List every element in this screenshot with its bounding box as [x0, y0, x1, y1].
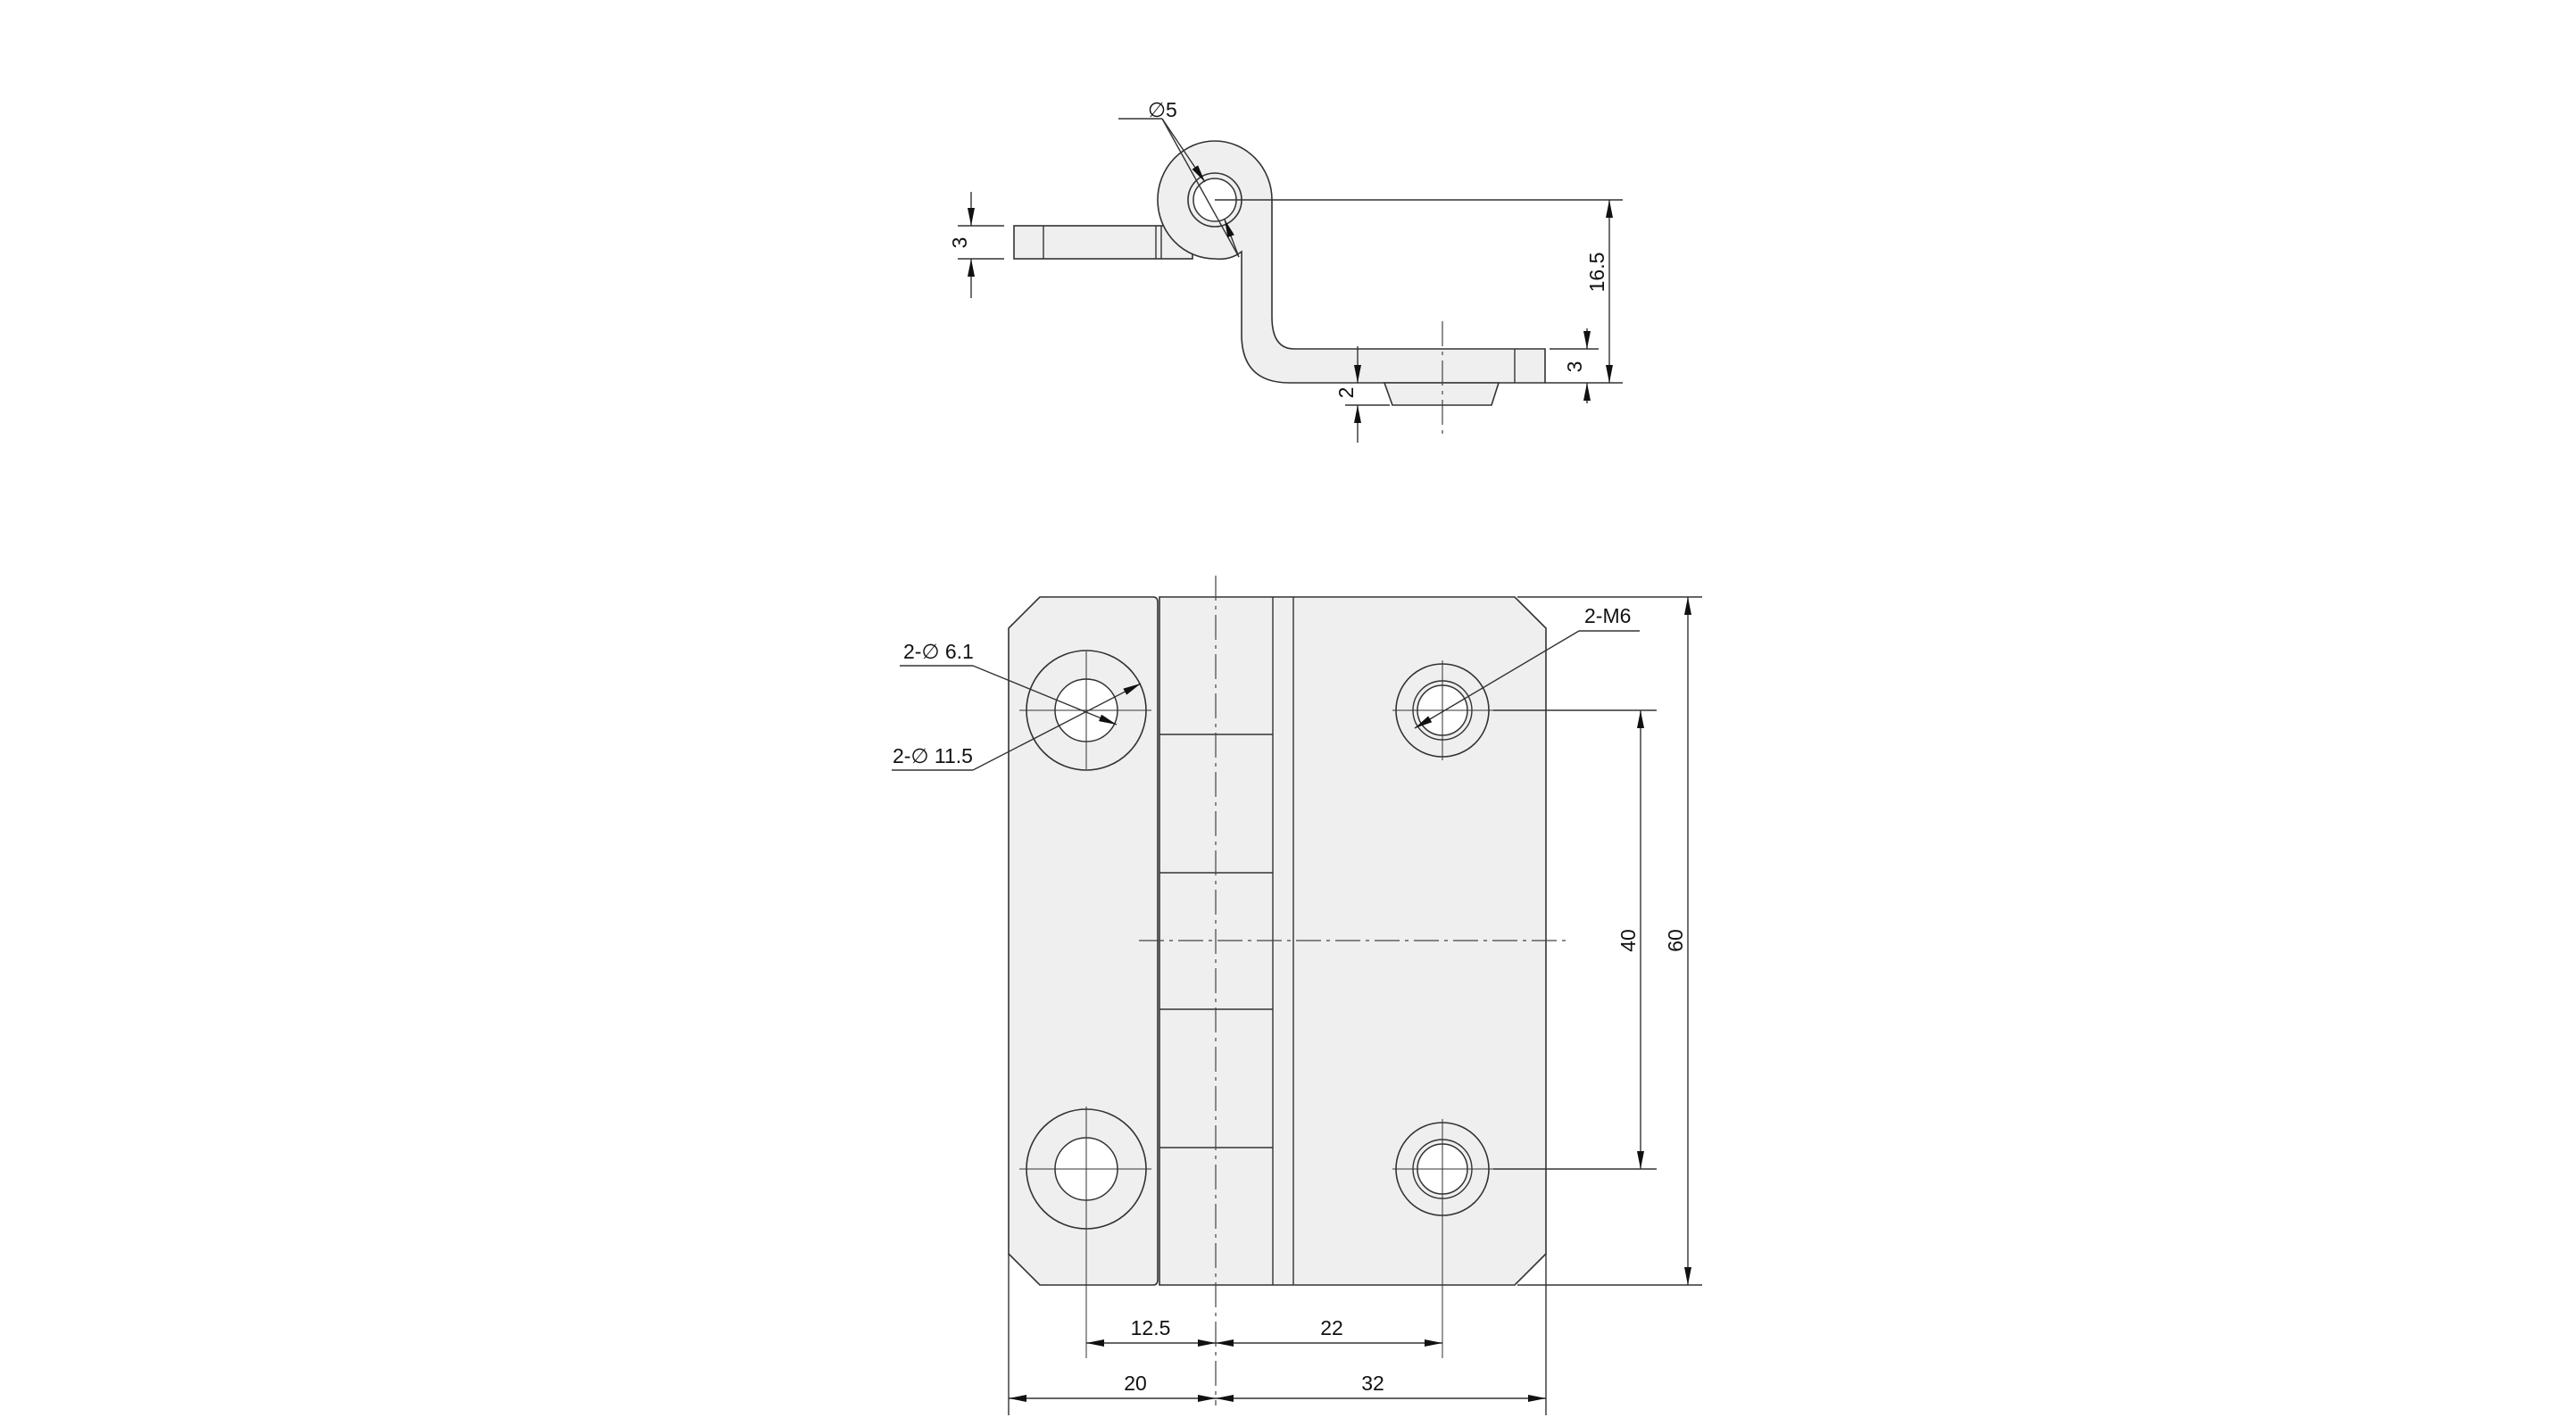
dim-thread: 2-M6	[1584, 604, 1631, 627]
dim-left-hole-offset: 12.5	[1131, 1316, 1171, 1339]
left-leaf	[1008, 596, 1159, 1286]
boss	[1383, 382, 1500, 406]
dim-counterbore: 2-∅ 6.1	[903, 640, 974, 663]
dim-left-leaf-width: 20	[1124, 1372, 1147, 1395]
dim-flange-left: 3	[948, 237, 971, 249]
dim-overall-height: 60	[1664, 929, 1687, 952]
dim-counterbore-outer: 2-∅ 11.5	[893, 744, 973, 767]
front-view: 2-∅ 6.1 2-∅ 11.5 2-M6 40 60 12.5 22 20 3…	[892, 576, 1702, 1415]
dim-flange-right: 3	[1563, 361, 1586, 373]
dim-right-hole-offset: 22	[1320, 1316, 1343, 1339]
dim-hole-spacing: 40	[1616, 929, 1640, 952]
side-view: ∅5 3 16.5 3 2	[948, 98, 1623, 443]
dim-boss-height: 2	[1334, 387, 1358, 399]
hinge-eye-and-web	[1157, 140, 1546, 384]
dim-pin-diameter: ∅5	[1148, 98, 1177, 121]
dim-height: 16.5	[1585, 253, 1608, 293]
dim-right-leaf-width: 32	[1361, 1372, 1384, 1395]
